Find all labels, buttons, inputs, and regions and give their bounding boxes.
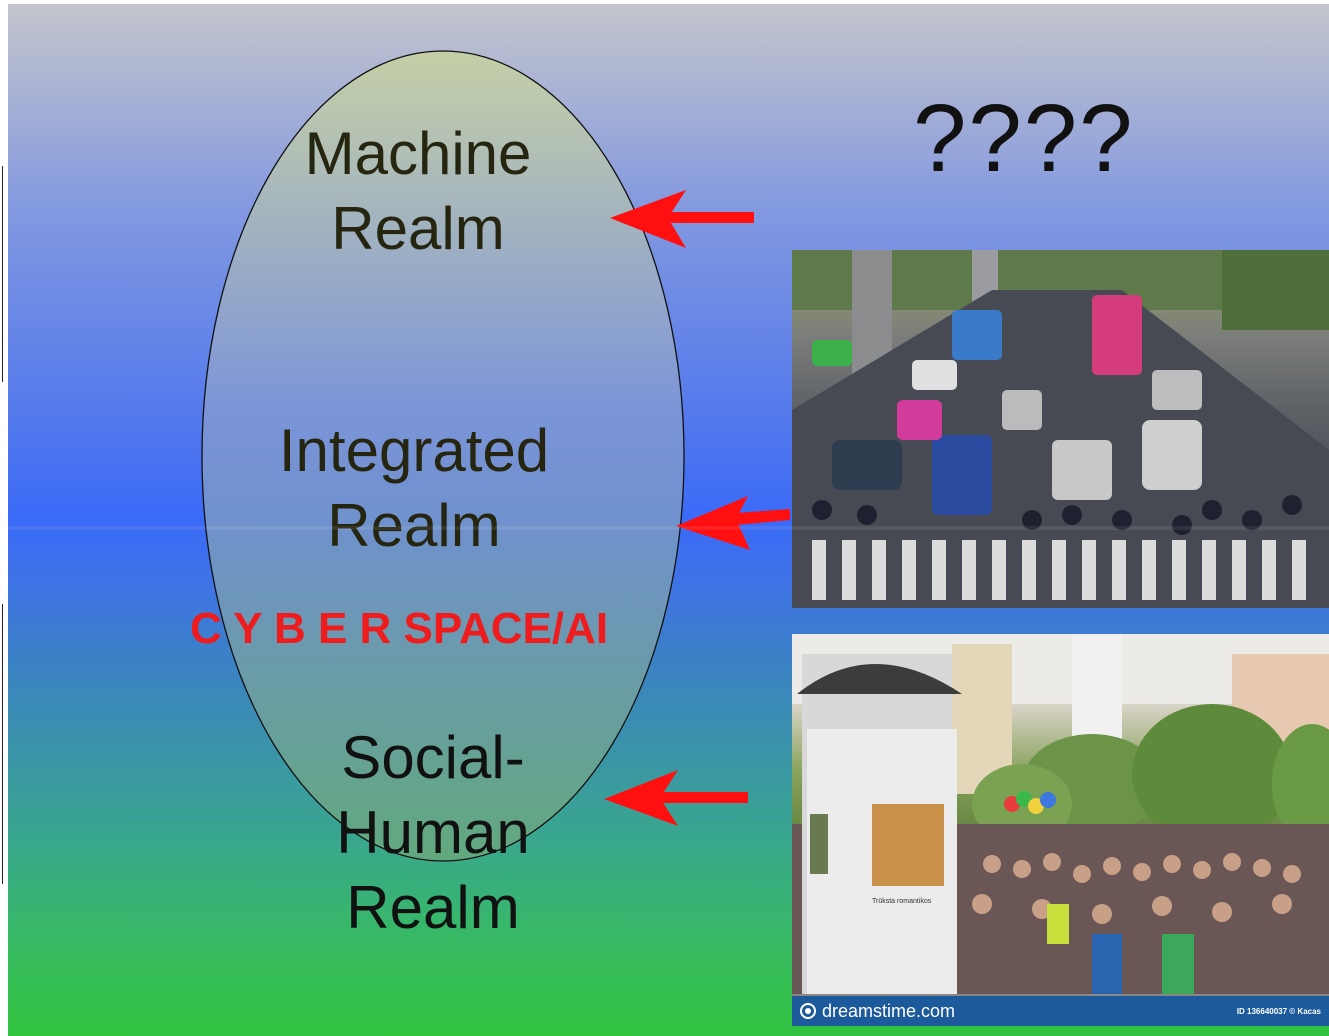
social-realm-line-2: Human [336,799,530,866]
watermark-bar: dreamstime.com ID 136640037 © Kacas [792,996,1329,1026]
crowd-scene [792,634,1329,1026]
traffic-jam-photo [792,250,1329,608]
left-edge-line-top [2,166,3,382]
machine-realm-line-1: Machine [304,120,532,187]
social-realm-line-1: Social- [341,724,525,791]
arrow-to-social-realm [604,770,748,826]
watermark-brand: dreamstime.com [800,1001,955,1022]
poster-caption: Trūksta romantikos [872,898,932,905]
question-marks: ???? [913,85,1135,192]
arrow-to-integrated-realm [676,496,790,550]
integrated-realm-line-1: Integrated [278,417,550,484]
machine-realm-label: Machine Realm [278,116,558,266]
integrated-realm-line-2: Realm [327,492,501,559]
integrated-realm-label: Integrated Realm [264,413,564,563]
social-human-realm-label: Social- Human Realm [293,720,573,945]
crowd-photo: Trūksta romantikos dreamstime.com ID 136… [792,634,1329,1026]
left-edge-line-bottom [2,604,3,884]
realm-ellipse [201,50,685,862]
machine-realm-line-2: Realm [331,195,505,262]
dreamstime-logo-icon [800,1003,816,1019]
diagram-overlay [201,50,790,862]
cyber-space-ai-label: C Y B E R SPACE/AI [190,604,609,653]
watermark-brand-text: dreamstime.com [822,1000,956,1021]
slide: ???? [8,4,1329,1036]
watermark-id: ID 136640037 © Kacas [1236,1006,1321,1016]
social-realm-line-3: Realm [346,874,520,941]
arrow-to-machine-realm [610,190,754,248]
